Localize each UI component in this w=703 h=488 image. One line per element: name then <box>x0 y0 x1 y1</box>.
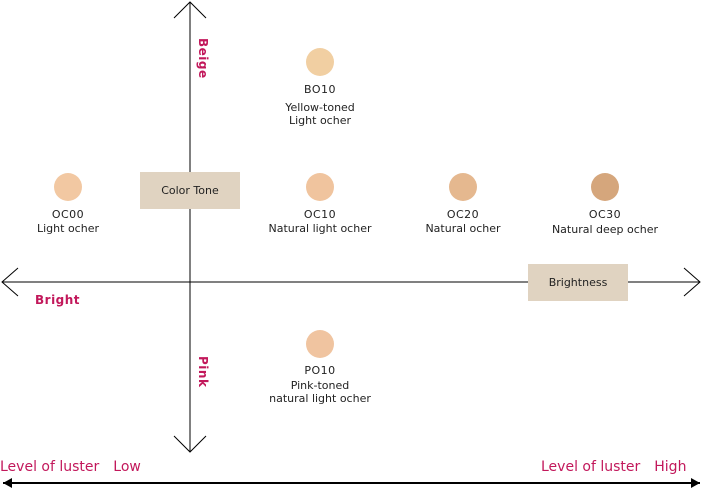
swatch-code: BO10 <box>303 83 336 96</box>
bright-label: Bright <box>35 293 81 307</box>
swatch-po10 <box>306 330 334 358</box>
desc-line: Yellow-toned <box>285 101 355 114</box>
swatch-oc00 <box>54 173 82 201</box>
luster-low-label: Level of luster Low <box>0 459 141 475</box>
swatch-desc: Natural ocher <box>425 222 501 235</box>
swatch-desc: Yellow-toned Light ocher <box>250 101 390 127</box>
swatch-oc30 <box>591 173 619 201</box>
swatch-bo10 <box>306 48 334 76</box>
swatch-oc20 <box>449 173 477 201</box>
luster-high-label: Level of luster High <box>541 459 687 475</box>
swatch-oc10 <box>306 173 334 201</box>
swatch-code: OC20 <box>446 208 480 221</box>
swatch-code: OC30 <box>588 208 622 221</box>
desc-line: Light ocher <box>289 114 351 127</box>
swatch-desc: Pink-toned natural light ocher <box>250 379 390 405</box>
swatch-code: OC00 <box>51 208 85 221</box>
swatch-code: OC10 <box>303 208 337 221</box>
swatch-desc: Natural light ocher <box>268 222 372 235</box>
color-tone-box: Color Tone <box>140 172 240 209</box>
swatch-desc: Light ocher <box>37 222 99 235</box>
desc-line: Pink-toned <box>290 379 350 392</box>
desc-line: natural light ocher <box>269 392 371 405</box>
pink-label: Pink <box>196 356 210 388</box>
brightness-box: Brightness <box>528 264 628 301</box>
swatch-code: PO10 <box>304 364 336 377</box>
beige-label: Beige <box>196 38 210 79</box>
swatch-desc: Natural deep ocher <box>551 223 659 236</box>
